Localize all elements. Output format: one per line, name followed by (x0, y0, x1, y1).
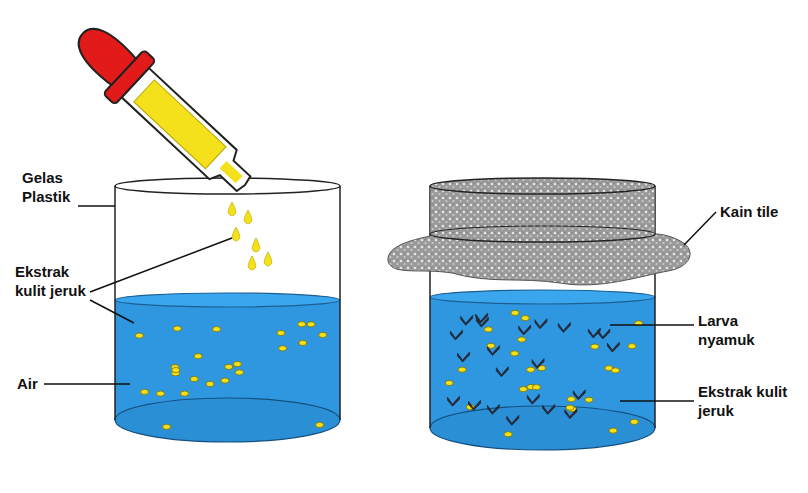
cloth-band (430, 226, 655, 234)
leader-lines (44, 206, 716, 401)
mosquito-larva (487, 404, 499, 414)
extract-droplet (172, 367, 180, 372)
extract-droplet (585, 397, 593, 402)
extract-droplet (316, 422, 324, 427)
mosquito-larva (532, 359, 544, 369)
mosquito-larvae (448, 313, 620, 425)
extract-droplet (532, 385, 540, 390)
dropper-tube (122, 68, 259, 200)
extract-droplet (221, 378, 229, 383)
extract-droplet (445, 380, 453, 385)
extract-droplet (591, 344, 599, 349)
dropper-liquid (220, 161, 243, 183)
extract-droplet (141, 389, 149, 394)
beaker-wall (114, 186, 116, 420)
mosquito-larva (487, 346, 499, 356)
cloth-band (430, 234, 655, 242)
dropper-bulb (70, 20, 137, 86)
mosquito-larva (607, 342, 619, 352)
mosquito-larva (507, 415, 519, 425)
extract-droplet (299, 340, 307, 345)
mosquito-larva (543, 404, 555, 414)
mosquito-larva (461, 315, 473, 325)
mosquito-larva (519, 325, 531, 335)
extract-droplet (173, 326, 181, 331)
mosquito-larva (527, 394, 539, 404)
extract-droplet (307, 322, 315, 327)
extract-droplet (527, 367, 535, 372)
mosquito-larva (469, 400, 481, 410)
extract-droplet (277, 330, 285, 335)
dropper (62, 12, 265, 207)
extract-droplet (225, 364, 233, 369)
extract-droplet (511, 310, 519, 315)
extract-droplet (156, 391, 164, 396)
extract-droplet (521, 315, 529, 320)
extract-droplets (135, 322, 326, 430)
extract-droplet (233, 361, 241, 366)
extract-droplet (319, 332, 327, 337)
extract-droplet (235, 370, 243, 375)
extract-droplet (566, 405, 574, 410)
mosquito-larva (448, 396, 460, 406)
extract-droplet (609, 428, 617, 433)
extract-droplet (190, 376, 198, 381)
mosquito-larva (588, 328, 600, 338)
extract-droplet (135, 333, 143, 338)
part-label: Ekstrak kulit jeruk (698, 382, 804, 420)
extract-droplets (445, 310, 642, 437)
extract-droplet (279, 346, 287, 351)
extract-droplet (519, 387, 527, 392)
water-surface (430, 290, 655, 304)
part-label: Kain tile (720, 202, 804, 221)
mosquito-larva (535, 319, 547, 329)
extract-droplet (511, 351, 519, 356)
extract-droplet (206, 381, 214, 386)
extract-droplet (484, 327, 492, 332)
part-label: Gelas Plastik (22, 168, 84, 206)
falling-drops (228, 202, 272, 270)
extract-droplet (630, 419, 638, 424)
beaker-rim (430, 178, 655, 194)
extract-droplet (458, 367, 466, 372)
beaker-bottom (115, 398, 340, 442)
beaker-bottom (430, 406, 655, 450)
extract-droplet (298, 322, 306, 327)
extract-droplet (213, 327, 221, 332)
mosquito-larva (458, 352, 470, 362)
dropper-liquid (134, 80, 226, 169)
mosquito-larva (476, 313, 488, 323)
right-beaker (388, 178, 690, 450)
extract-droplet (194, 354, 202, 359)
extract-droplet (518, 337, 526, 342)
left-beaker (115, 178, 340, 442)
part-label: Larva nyamuk (698, 311, 772, 349)
mosquito-larva (565, 409, 577, 419)
beaker-wall (339, 186, 341, 420)
water (430, 297, 655, 450)
water (115, 300, 340, 442)
extract-droplet (163, 424, 171, 429)
extract-droplet (611, 368, 619, 373)
extract-droplet (567, 397, 575, 402)
mosquito-larva (558, 322, 570, 332)
part-label: Ekstrak kulit jeruk (15, 262, 87, 300)
tulle-cloth (388, 186, 690, 285)
extract-droplet (181, 391, 189, 396)
mosquito-larva (450, 330, 462, 340)
extract-droplet (504, 432, 512, 437)
mosquito-larva (573, 390, 585, 400)
water-surface (115, 293, 340, 307)
mosquito-larva (496, 367, 508, 377)
extract-droplet (628, 344, 636, 349)
part-label: Air (17, 374, 57, 393)
